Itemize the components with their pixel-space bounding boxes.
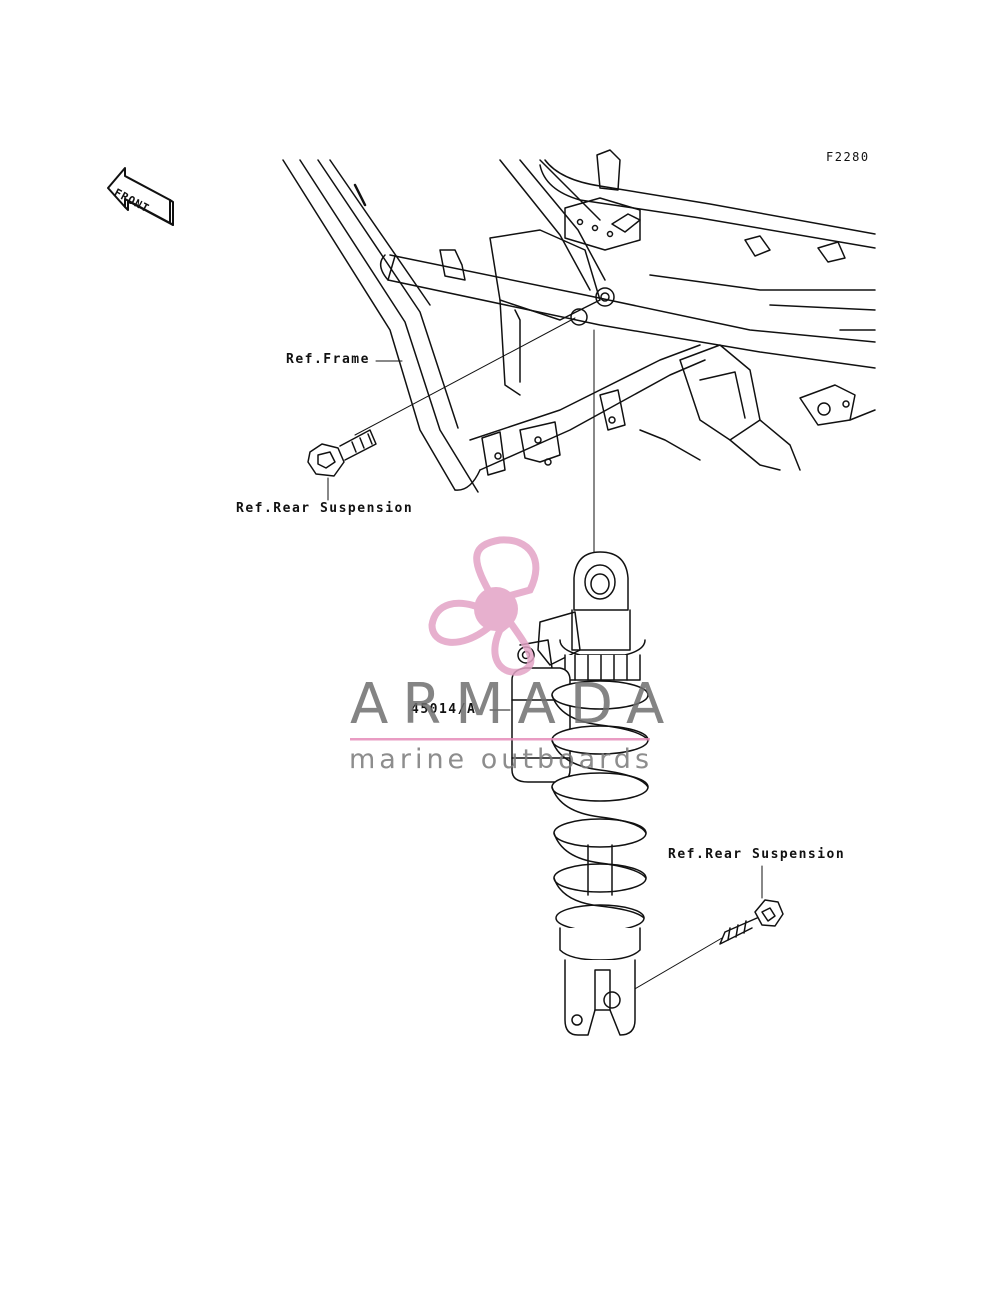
front-arrow-icon: [107, 167, 174, 226]
brand-propeller-logo: [428, 536, 540, 676]
label-ref-rear-suspension-lower[interactable]: Ref.Rear Suspension: [668, 847, 846, 862]
frame-drawing: [282, 149, 876, 493]
brand-title: ARMADA: [350, 672, 679, 737]
leader-lines: [327, 317, 763, 991]
lower-bolt-drawing: [719, 899, 784, 945]
shock-absorber-drawing: [511, 551, 649, 1036]
figure-code: F2280: [826, 150, 870, 164]
label-ref-rear-suspension-upper[interactable]: Ref.Rear Suspension: [236, 501, 414, 516]
brand-tagline: marine outboards: [349, 744, 654, 775]
upper-bolt-drawing: [307, 429, 377, 477]
brand-rule: [350, 738, 650, 741]
label-part-number[interactable]: 45014/A: [411, 702, 477, 717]
label-ref-frame[interactable]: Ref.Frame: [286, 352, 370, 367]
